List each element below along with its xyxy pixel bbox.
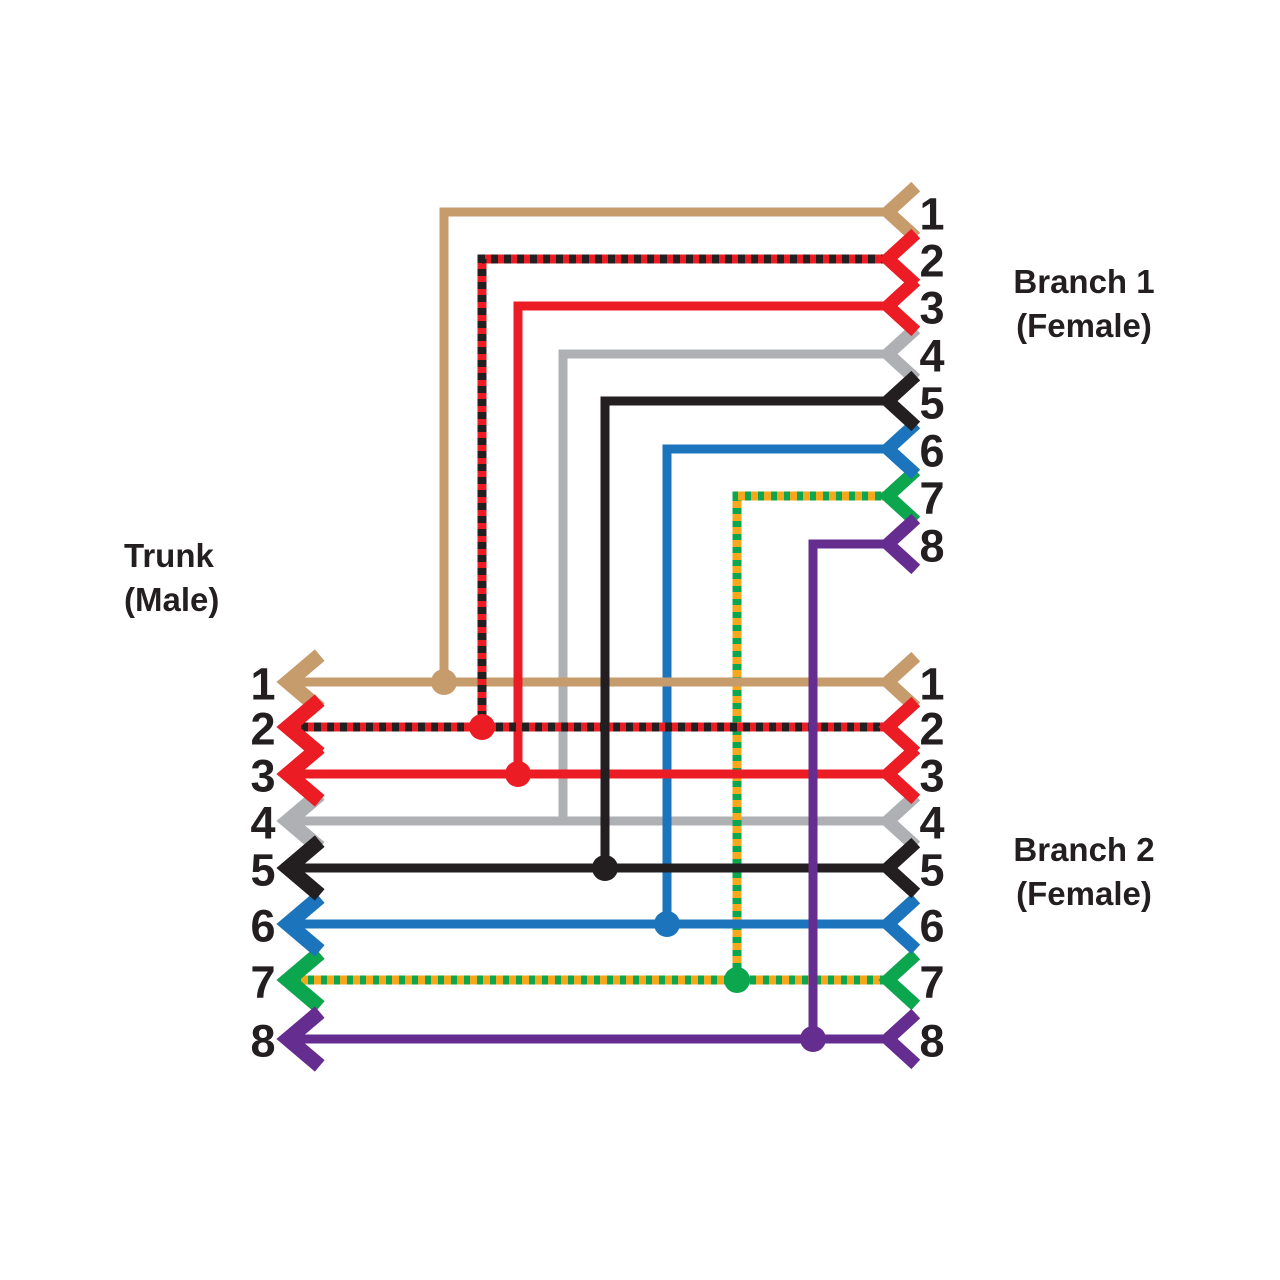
branch1-subtitle: (Female) (1016, 307, 1152, 344)
junction-dot-pin-2 (469, 714, 495, 740)
trunk-pin-number-2: 2 (250, 704, 275, 755)
trunk-subtitle: (Male) (124, 581, 220, 618)
junction-dot-pin-3 (505, 761, 531, 787)
branch1-pin-7-arrow-icon (878, 465, 921, 527)
trunk-pin-7-arrow-icon (276, 947, 325, 1013)
branch1-pin-number-1: 1 (919, 189, 944, 240)
branch1-pin-2-arrow-icon (878, 228, 921, 290)
wire-red (276, 275, 921, 807)
branch2-title: Branch 2 (1013, 831, 1155, 868)
branch2-pin-number-3: 3 (919, 751, 944, 802)
trunk-pin-number-5: 5 (250, 845, 275, 896)
branch2-pin-1-arrow-icon (878, 651, 921, 713)
branch1-pin-5-arrow-icon (878, 370, 921, 432)
trunk-pin-number-4: 4 (250, 798, 275, 849)
branch2-pin-number-7: 7 (919, 957, 944, 1008)
wire-purple (276, 513, 921, 1072)
trunk-pin-number-1: 1 (250, 659, 275, 710)
branch1-pin-number-4: 4 (919, 331, 944, 382)
wire-black-branch1-path (600, 396, 888, 868)
trunk-pin-2-arrow-icon (276, 694, 325, 760)
branch2-subtitle: (Female) (1016, 875, 1152, 912)
wire-tan (276, 181, 921, 715)
wire-black (276, 370, 921, 901)
wire-gray (276, 323, 921, 854)
branch2-pin-4-arrow-icon (878, 790, 921, 852)
branch1-pin-3-arrow-icon (878, 275, 921, 337)
branch1-pin-number-8: 8 (919, 521, 944, 572)
trunk-pin-number-8: 8 (250, 1016, 275, 1067)
trunk-pin-8-arrow-icon (276, 1006, 325, 1072)
wire-blue (276, 418, 921, 957)
branch1-title: Branch 1 (1013, 263, 1155, 300)
branch2-pin-number-5: 5 (919, 845, 944, 896)
trunk-title: Trunk (124, 537, 214, 574)
branch1-label: Branch 1 (Female) (984, 260, 1184, 348)
branch2-pin-number-8: 8 (919, 1016, 944, 1067)
trunk-pin-1-arrow-icon (276, 649, 325, 715)
wire-tan-branch1-path (439, 207, 888, 682)
branch2-pin-6-arrow-icon (878, 893, 921, 955)
wire-red-black-stripe (276, 228, 921, 760)
wire-red-black-stripe-branch1-dash-overlay (477, 254, 888, 727)
wire-red-branch1-path (513, 301, 888, 774)
branch2-pin-7-arrow-icon (878, 949, 921, 1011)
branch2-pin-number-2: 2 (919, 704, 944, 755)
junction-dot-pin-1 (431, 669, 457, 695)
branch2-pin-number-1: 1 (919, 659, 944, 710)
branch2-pin-number-6: 6 (919, 901, 944, 952)
trunk-pin-number-3: 3 (250, 751, 275, 802)
junction-dot-pin-7 (724, 967, 750, 993)
trunk-pin-4-arrow-icon (276, 788, 325, 854)
branch2-label: Branch 2 (Female) (984, 828, 1184, 916)
wire-green-yellow-stripe-branch1-dash-overlay (732, 491, 888, 980)
trunk-pin-6-arrow-icon (276, 891, 325, 957)
branch1-pin-number-7: 7 (919, 473, 944, 524)
junction-dot-pin-5 (592, 855, 618, 881)
trunk-pin-number-6: 6 (250, 901, 275, 952)
trunk-pin-3-arrow-icon (276, 741, 325, 807)
branch2-pin-5-arrow-icon (878, 837, 921, 899)
branch1-pin-number-5: 5 (919, 378, 944, 429)
junction-dot-pin-6 (654, 911, 680, 937)
trunk-label: Trunk (Male) (124, 534, 219, 622)
trunk-pin-5-arrow-icon (276, 835, 325, 901)
branch1-pin-6-arrow-icon (878, 418, 921, 480)
branch1-pin-4-arrow-icon (878, 323, 921, 385)
branch1-pin-number-2: 2 (919, 236, 944, 287)
branch1-pin-1-arrow-icon (878, 181, 921, 243)
wire-green-yellow-stripe (276, 465, 921, 1013)
wire-blue-branch1-path (662, 444, 888, 924)
branch1-pin-number-6: 6 (919, 426, 944, 477)
branch1-pin-8-arrow-icon (878, 513, 921, 575)
branch2-pin-8-arrow-icon (878, 1008, 921, 1070)
branch2-pin-3-arrow-icon (878, 743, 921, 805)
branch2-pin-2-arrow-icon (878, 696, 921, 758)
branch1-pin-number-3: 3 (919, 283, 944, 334)
wire-purple-branch1-path (808, 539, 888, 1039)
wire-gray-branch1-path (558, 349, 888, 821)
branch2-pin-number-4: 4 (919, 798, 944, 849)
junction-dot-pin-8 (800, 1026, 826, 1052)
trunk-pin-number-7: 7 (250, 957, 275, 1008)
